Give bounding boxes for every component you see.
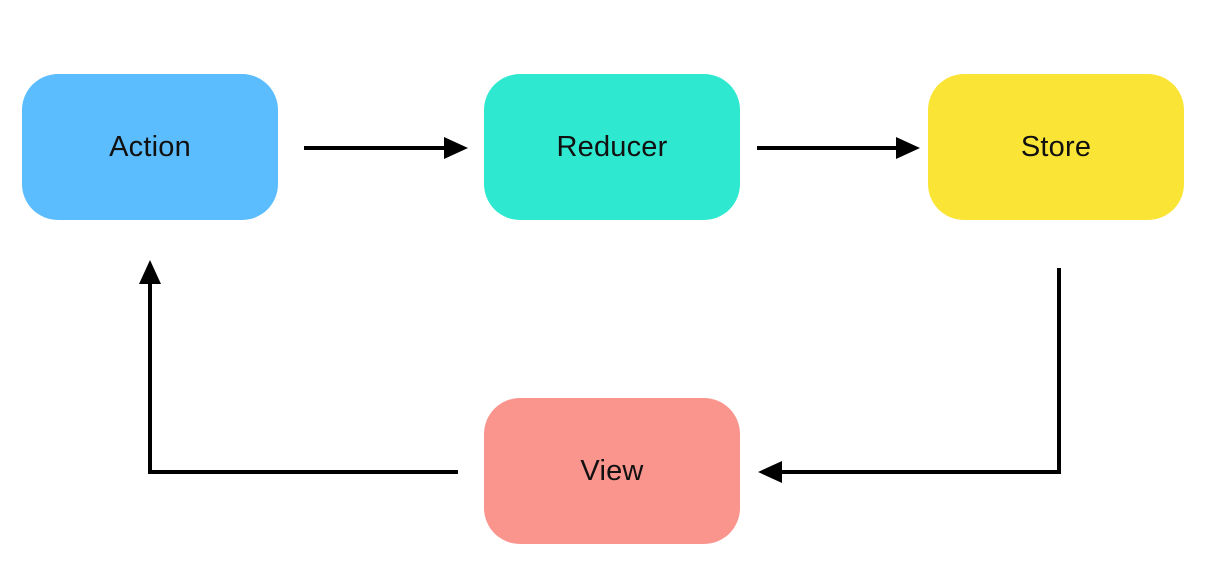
arrow-line [148, 282, 458, 474]
edge-reducer-to-store [757, 137, 920, 159]
edge-action-to-reducer [304, 137, 468, 159]
action-node: Action [22, 74, 278, 220]
view-node-label: View [580, 454, 644, 487]
reducer-node: Reducer [484, 74, 740, 220]
store-node: Store [928, 74, 1184, 220]
arrow-line [780, 268, 1061, 474]
action-node-label: Action [109, 130, 191, 163]
store-node-label: Store [1020, 130, 1092, 163]
edge-store-to-view [758, 268, 1061, 483]
view-node: View [484, 398, 740, 544]
arrowhead-icon [444, 137, 468, 159]
edge-view-to-action [139, 260, 458, 474]
arrowhead-icon [758, 461, 782, 483]
arrowhead-icon [139, 260, 161, 284]
reducer-node-label: Reducer [556, 130, 668, 163]
arrowhead-icon [896, 137, 920, 159]
